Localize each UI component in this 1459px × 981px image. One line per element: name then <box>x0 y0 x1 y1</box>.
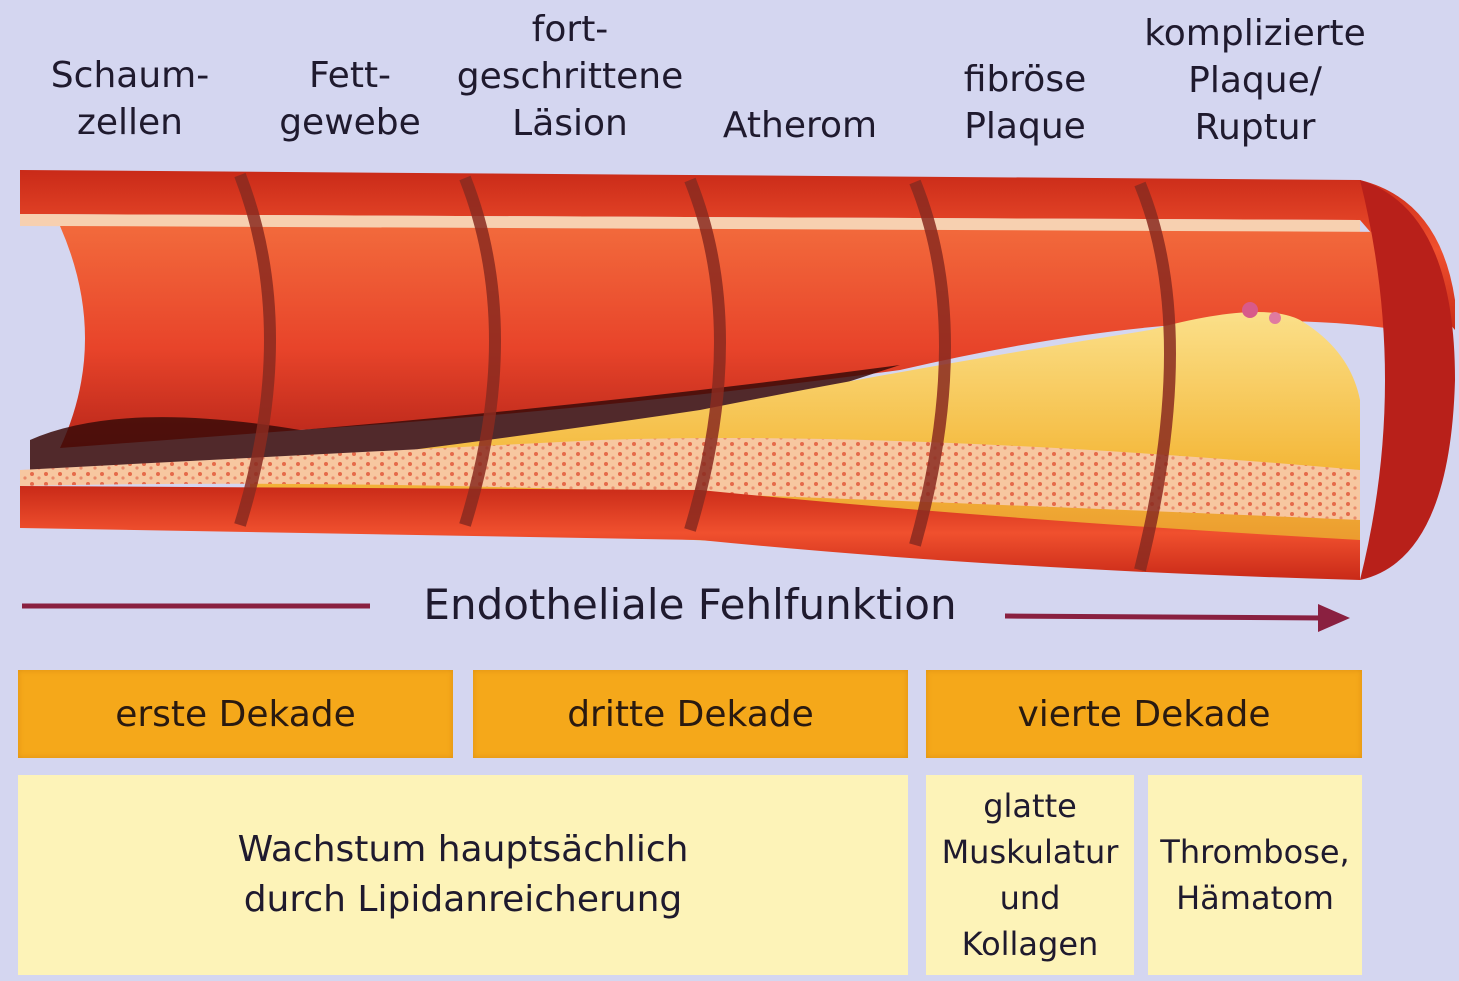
arrow-label: Endotheliale Fehlfunktion <box>380 580 1000 629</box>
vessel-cut-end <box>1360 180 1455 580</box>
decade-vierte: vierte Dekade <box>926 670 1362 758</box>
decade-erste: erste Dekade <box>18 670 453 758</box>
decade-dritte: dritte Dekade <box>473 670 908 758</box>
description-muskulatur: glatte Muskulatur und Kollagen <box>926 775 1134 975</box>
artery-illustration <box>0 0 1459 660</box>
description-thrombose: Thrombose, Hämatom <box>1148 775 1362 975</box>
description-lipid: Wachstum hauptsächlich durch Lipidanreic… <box>18 775 908 975</box>
